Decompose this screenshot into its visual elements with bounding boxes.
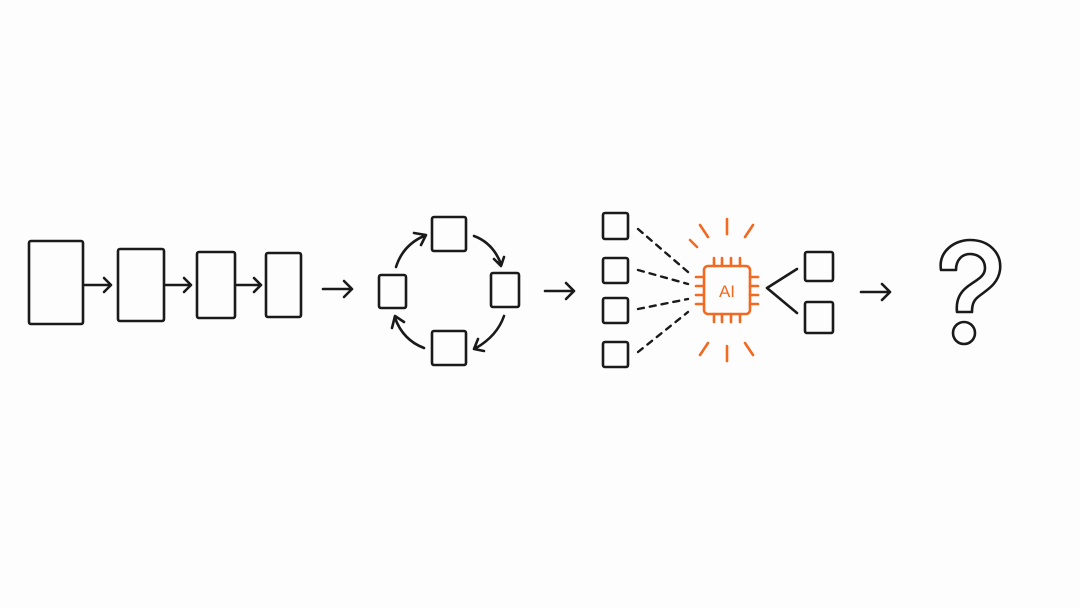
question-mark-hook (939, 238, 1002, 314)
question-mark-dot (951, 320, 977, 346)
chip-pins-bottom (712, 312, 742, 324)
stage-ai-inputs (601, 211, 630, 369)
chip-pins-left (694, 275, 706, 306)
question-mark-icon (939, 238, 1002, 346)
sequence-box-4 (264, 251, 303, 319)
dashed-connector (636, 297, 690, 311)
arrow-right-icon (235, 276, 263, 294)
cycle-arrow-icon (390, 314, 426, 350)
input-box-2 (601, 256, 630, 285)
arrow-right-icon (164, 276, 193, 294)
stage-cycle (377, 215, 521, 367)
output-branch (765, 267, 799, 315)
chip-pins-top (712, 256, 742, 268)
arrow-right-icon (83, 276, 113, 294)
cycle-arrow-icon (472, 314, 506, 353)
stage-ai-outputs (765, 250, 835, 335)
output-box-2 (803, 300, 835, 335)
cycle-arrow-icon (472, 234, 506, 268)
input-dashed-lines (636, 227, 690, 354)
dashed-connector (636, 268, 690, 286)
cycle-box-bottom (430, 329, 468, 367)
cycle-box-right (489, 271, 521, 309)
chip-body (702, 264, 752, 316)
stage-linear-sequence (27, 239, 303, 326)
arrow-right-icon (321, 279, 354, 299)
sequence-box-1 (27, 239, 85, 326)
cycle-box-left (377, 273, 408, 310)
input-box-4 (601, 340, 630, 369)
arrow-right-icon (859, 282, 892, 302)
chip-icon (688, 217, 760, 363)
input-box-3 (601, 296, 630, 325)
output-box-1 (803, 250, 835, 283)
cycle-arrow-icon (394, 231, 428, 269)
sequence-box-3 (195, 250, 237, 320)
glow-rays (688, 217, 755, 363)
cycle-box-top (430, 215, 468, 253)
dashed-connector (636, 227, 690, 274)
input-box-1 (601, 211, 630, 241)
ai-label: AI (719, 282, 735, 301)
chip-pins-right (748, 275, 760, 306)
sequence-box-2 (116, 247, 166, 323)
arrow-right-icon (543, 281, 576, 301)
dashed-connector (636, 310, 690, 354)
